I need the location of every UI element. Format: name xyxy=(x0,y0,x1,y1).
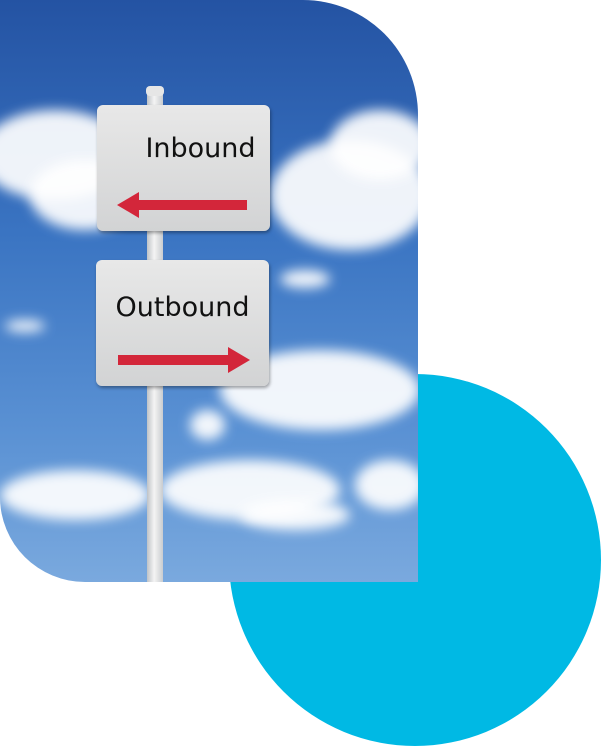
outbound-sign: Outbound xyxy=(96,260,269,386)
cloud xyxy=(355,460,418,510)
right-arrowhead xyxy=(228,347,250,373)
right-arrow-icon xyxy=(118,355,230,365)
cloud xyxy=(240,500,350,530)
left-arrowhead xyxy=(117,192,139,218)
sky-signpost-photo: Inbound Outbound xyxy=(0,0,418,582)
outbound-label: Outbound xyxy=(115,292,250,323)
cloud xyxy=(190,410,225,440)
post-cap xyxy=(146,86,164,96)
cloud xyxy=(5,320,45,332)
cloud xyxy=(280,270,330,288)
cloud xyxy=(330,110,418,180)
cloud xyxy=(0,470,150,520)
inbound-label: Inbound xyxy=(145,133,256,164)
left-arrow-icon xyxy=(135,200,247,210)
inbound-sign: Inbound xyxy=(97,105,270,231)
